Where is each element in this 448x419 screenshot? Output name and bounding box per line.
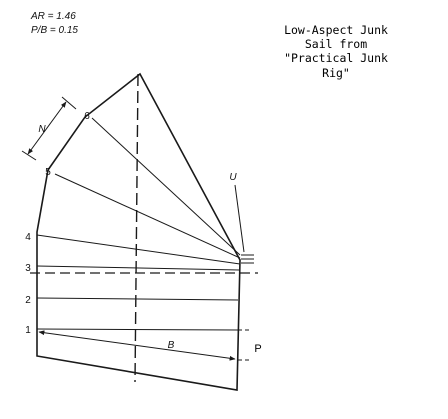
p-label: P [254,343,261,355]
batten-line-4 [36,234,241,265]
caption-line-4: Rig" [322,66,350,80]
pb-ratio-text: P/B = 0.15 [31,25,78,36]
batten-line-6 [91,117,241,256]
aspect-ratio-text: AR = 1.46 [30,11,76,22]
batten-label-3: 3 [25,263,31,274]
batten-line-1 [36,328,239,331]
batten-label-4: 4 [25,232,31,243]
n-extension-upper [61,96,77,110]
n-dimension-arrow [27,101,67,155]
caption-line-3: "Practical Junk [284,51,388,65]
mast-dashed-line [134,73,139,383]
batten-label-1: 1 [25,325,31,336]
batten-line-2 [36,297,239,301]
batten-label-2: 2 [25,295,31,306]
batten-label-6: 6 [84,111,90,122]
batten-line-5 [54,173,241,259]
sail-outline [36,72,241,391]
batten-line-3 [36,265,240,271]
caption-line-2: Sail from [305,37,367,51]
n-label: N [38,124,46,135]
b-dimension-arrow [38,330,236,361]
u-pointer-line [234,184,245,253]
b-label: B [168,340,175,351]
n-extension-lower [21,150,37,161]
batten-label-5: 5 [45,167,51,178]
u-label: U [229,172,237,183]
caption-line-1: Low-Aspect Junk [284,23,388,37]
